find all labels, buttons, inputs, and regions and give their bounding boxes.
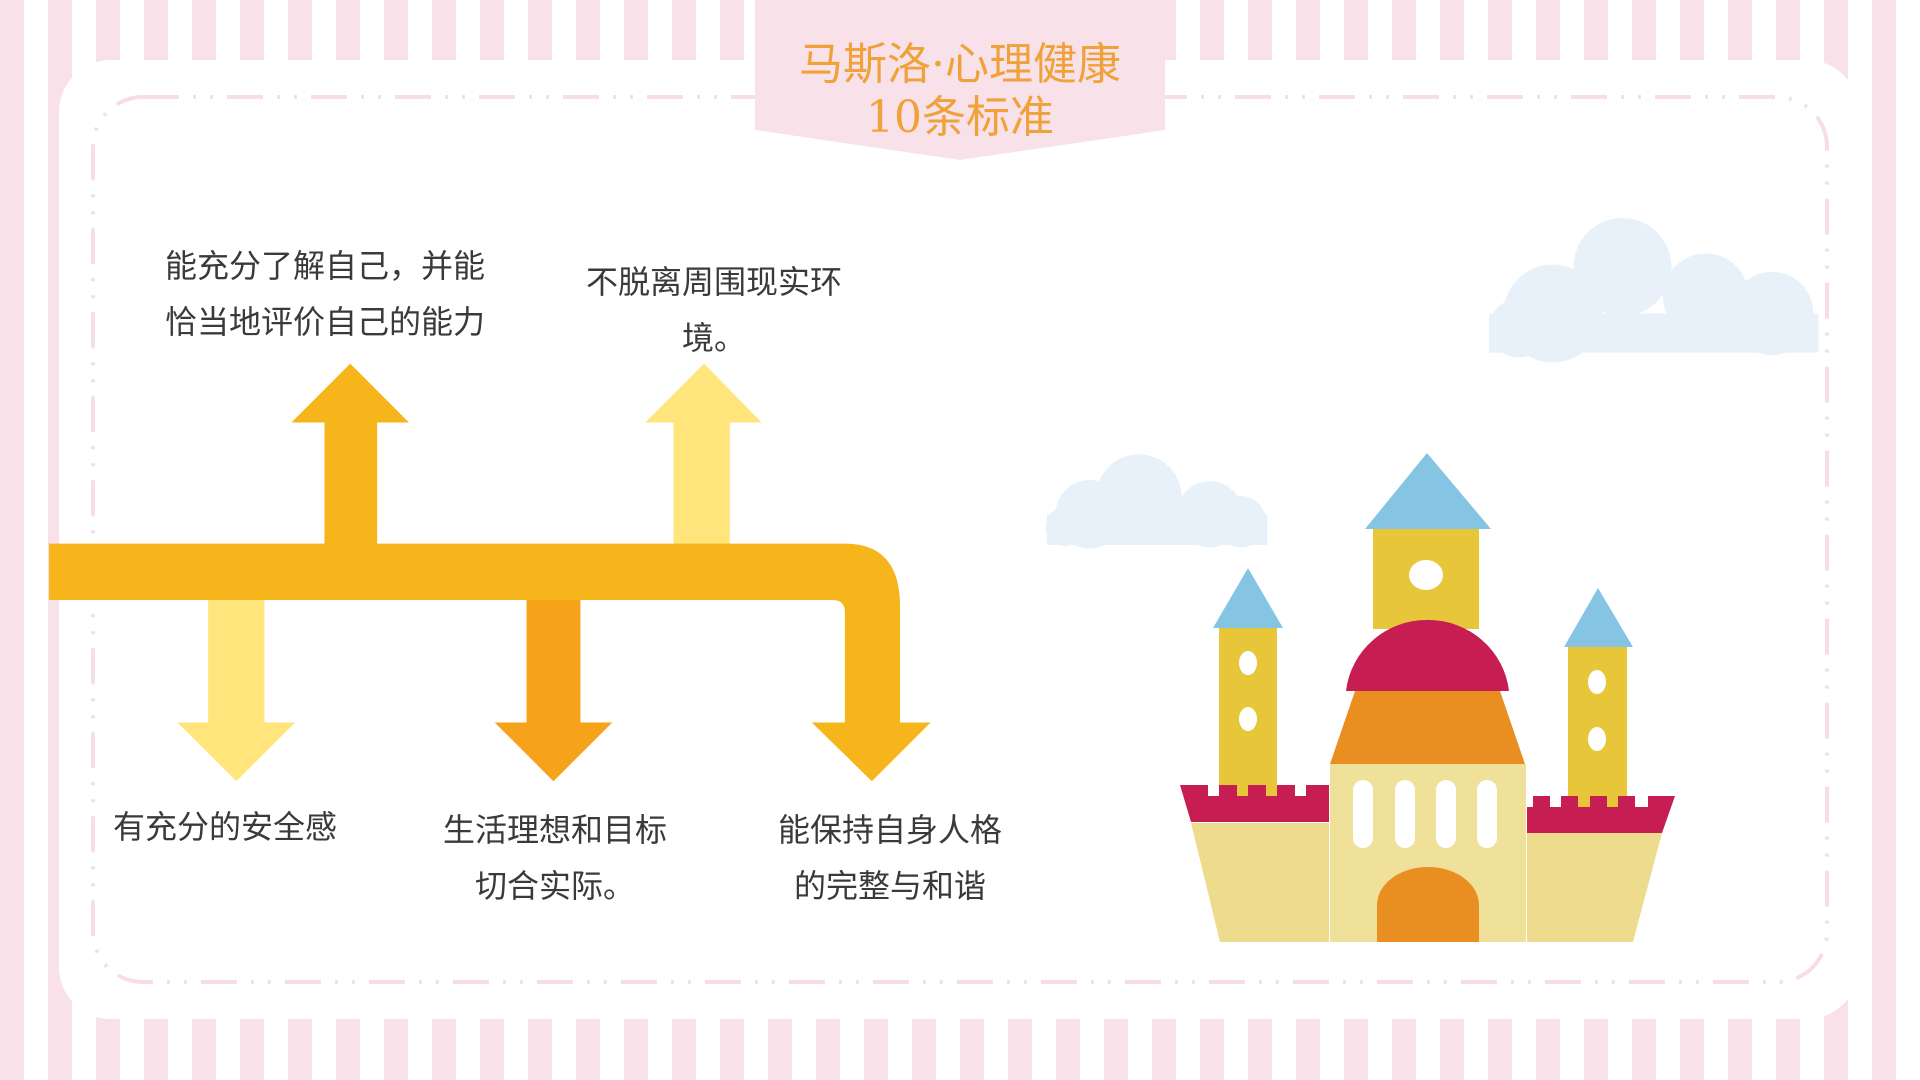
arrow-down-2 (494, 587, 613, 782)
item-2-line-2: 境。 (681, 319, 746, 357)
title-line-1: 马斯洛·心理健康 (799, 39, 1121, 90)
item-1-line-1: 能充分了解自己，并能 (165, 247, 486, 285)
item-4-line-1: 生活理想和目标 (442, 811, 667, 849)
item-3-text: 有充分的安全感 (113, 799, 337, 855)
item-2-line-1: 不脱离周围现实环 (585, 263, 842, 301)
item-2-text: 不脱离周围现实环 境。 (564, 254, 864, 366)
arrow-up-2 (645, 363, 762, 552)
cloud-large-icon (1488, 217, 1819, 363)
page-title: 马斯洛·心理健康 10条标准 (755, 38, 1165, 144)
item-1-line-2: 恰当地评价自己的能力 (165, 303, 486, 341)
arrow-down-1 (177, 587, 296, 782)
item-5-line-1: 能保持自身人格 (777, 811, 1002, 849)
item-5-line-2: 的完整与和谐 (793, 867, 986, 905)
title-line-2: 10条标准 (866, 92, 1054, 143)
item-3-line-1: 有充分的安全感 (113, 808, 338, 846)
cloud-small-icon (1045, 454, 1268, 549)
item-1-text: 能充分了解自己，并能 恰当地评价自己的能力 (165, 238, 485, 350)
main-arrow-bar (48, 543, 931, 782)
arrow-up-1 (291, 363, 409, 552)
item-5-text: 能保持自身人格 的完整与和谐 (740, 802, 1040, 914)
item-4-line-2: 切合实际。 (474, 867, 635, 905)
item-4-text: 生活理想和目标 切合实际。 (405, 802, 705, 914)
